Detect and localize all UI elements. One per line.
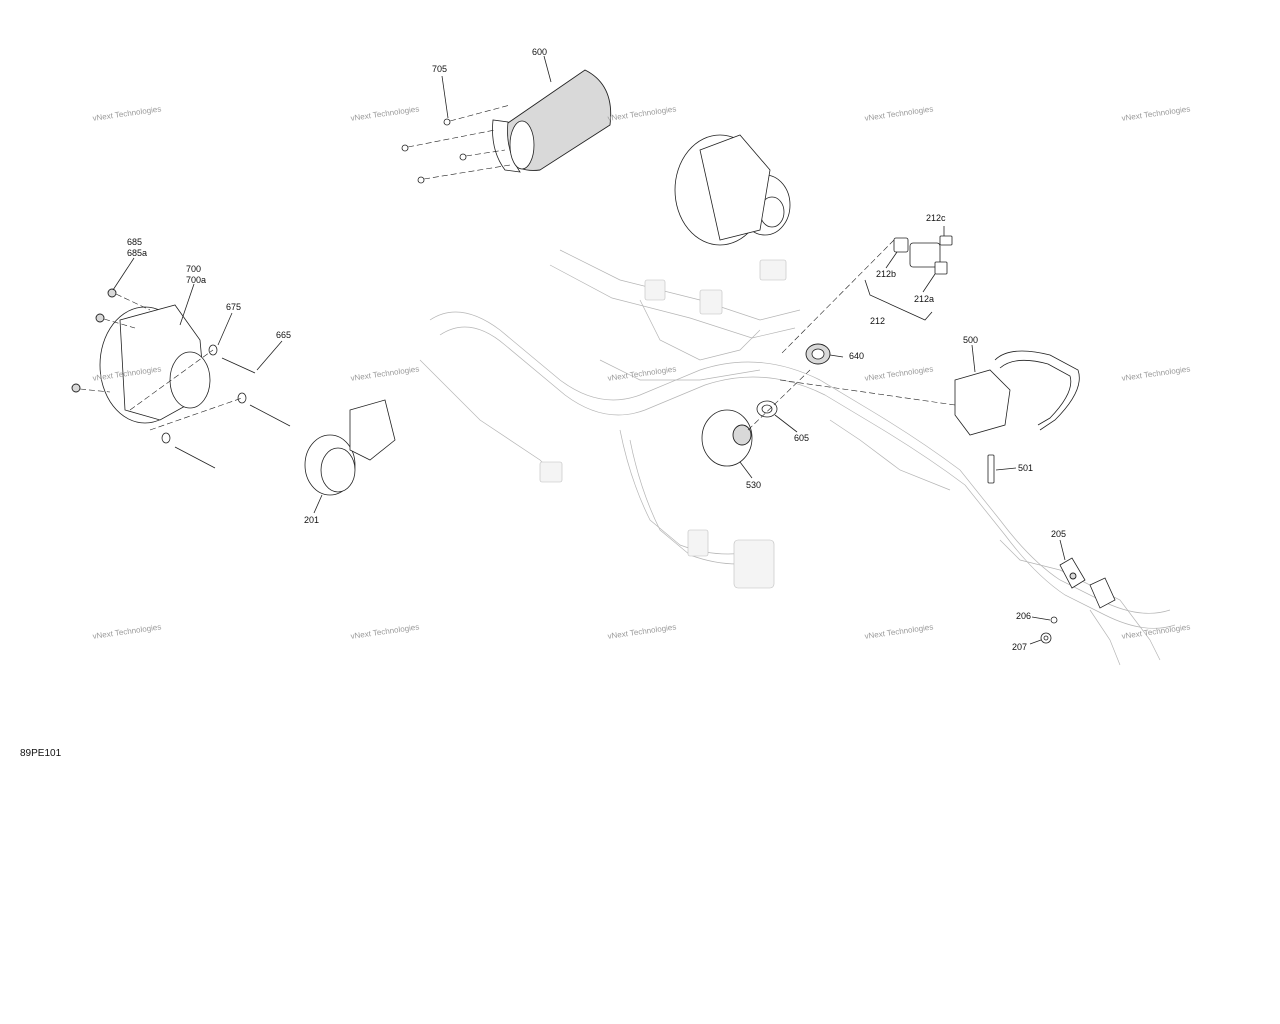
- frame-harness-background: [419, 249, 1176, 666]
- headlight-cover-part: [492, 69, 612, 173]
- ignition-switch-530-part: [701, 369, 811, 467]
- washer-and-bolt-group: [129, 344, 291, 469]
- washer-207-part: [1040, 632, 1052, 644]
- callout-212: 212: [870, 316, 886, 326]
- bolt-501-part: [987, 454, 995, 484]
- diagram-id: 89PE101: [20, 748, 62, 759]
- callout-207: 207: [1012, 642, 1028, 652]
- callout-205: 205: [1051, 529, 1067, 539]
- callout-675: 675: [226, 302, 242, 312]
- callout-201: 201: [304, 515, 320, 525]
- ring-605-part: [756, 400, 778, 418]
- upper-headlamp-assembly: [674, 134, 791, 246]
- callout-705: 705: [432, 64, 448, 74]
- callout-640: 640: [849, 351, 865, 361]
- callout-501: 501: [1018, 463, 1034, 473]
- callout-212a: 212a: [914, 294, 935, 304]
- switch-connector-212-group: [779, 235, 953, 356]
- handlebar-switch-500-part: [779, 350, 1080, 436]
- callout-700a: 700a: [186, 275, 207, 285]
- callout-700: 700: [186, 264, 202, 274]
- leader-lines: [112, 55, 1066, 645]
- left-headlamp-housing: [71, 288, 211, 424]
- callout-500: 500: [963, 335, 979, 345]
- callout-212c: 212c: [926, 213, 946, 223]
- screw-705-group: [401, 104, 511, 184]
- nut-206-part: [1050, 616, 1058, 624]
- connector-640-part: [805, 343, 831, 365]
- callout-212b: 212b: [876, 269, 897, 279]
- clamp-205-part: [1059, 557, 1116, 609]
- horn-part: [304, 399, 396, 496]
- callout-530: 530: [746, 480, 762, 490]
- callout-685: 685: [127, 237, 143, 247]
- callout-665: 665: [276, 330, 292, 340]
- callout-685a: 685a: [127, 248, 148, 258]
- callout-600: 600: [532, 47, 548, 57]
- callout-206: 206: [1016, 611, 1032, 621]
- callout-605: 605: [794, 433, 810, 443]
